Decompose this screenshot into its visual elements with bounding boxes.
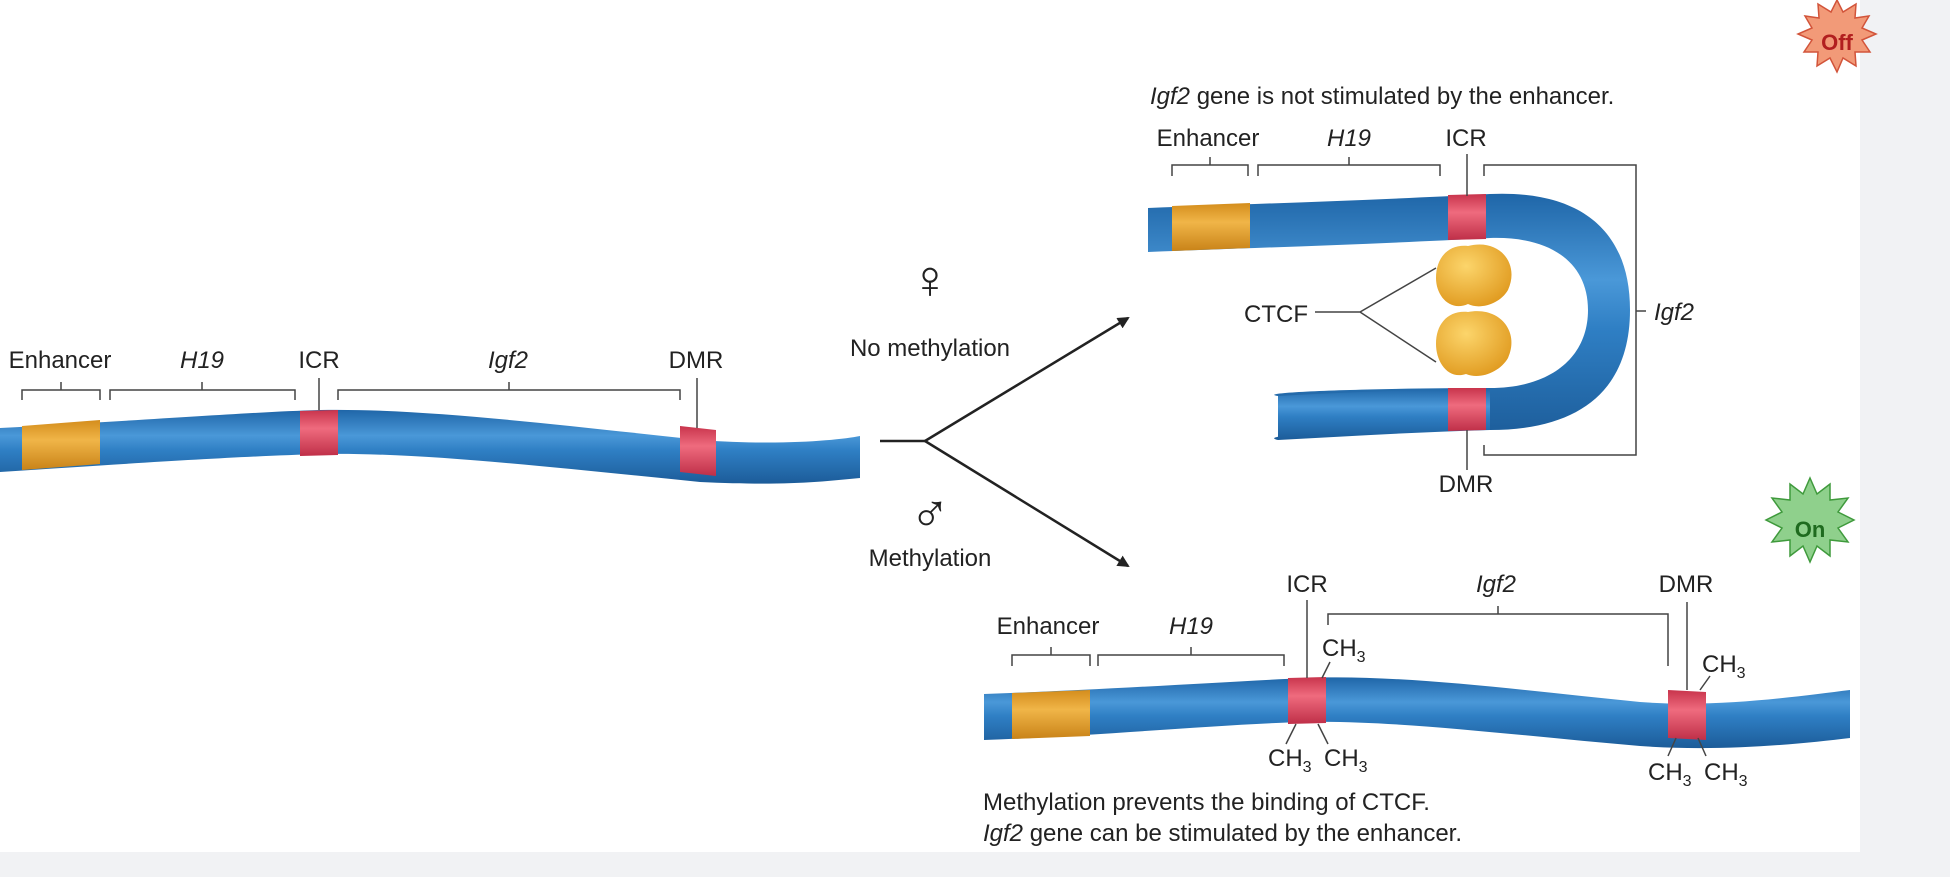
methyl-group: CH3 — [1704, 759, 1748, 790]
left-dna-strand — [0, 409, 860, 484]
paternal-dna-strand — [984, 677, 1850, 749]
methyl-group: CH3 — [1322, 635, 1366, 666]
off-badge-label: Off — [1821, 30, 1853, 55]
off-starburst-icon — [1796, 0, 1878, 74]
paternal-brackets — [1011, 600, 1711, 757]
maternal-enhancer-label: Enhancer — [1157, 125, 1260, 152]
dna-segment — [0, 409, 860, 484]
maternal-caption: Igf2 gene is not stimulated by the enhan… — [1150, 83, 1614, 110]
ctcf-protein-lower — [1436, 311, 1512, 377]
paternal-enhancer-label: Enhancer — [997, 613, 1100, 640]
on-starburst-icon — [1764, 476, 1856, 564]
maternal-h19-label: H19 — [1327, 125, 1371, 152]
dmr-region — [1668, 690, 1706, 740]
left-enhancer-label: Enhancer — [9, 347, 112, 374]
dna-loop-lower — [1278, 388, 1490, 440]
paternal-dmr-label: DMR — [1659, 571, 1714, 598]
dna-segment — [984, 677, 1850, 749]
methyl-group: CH3 — [1702, 651, 1746, 682]
dmr-region — [1448, 388, 1486, 431]
female-symbol-icon: ♀ — [910, 250, 951, 310]
dmr-region — [680, 426, 716, 476]
paternal-h19-label: H19 — [1169, 613, 1213, 640]
no-methylation-label: No methylation — [850, 335, 1010, 362]
left-dmr-label: DMR — [669, 347, 724, 374]
ctcf-protein-upper — [1436, 244, 1512, 307]
icr-region — [1448, 194, 1486, 240]
paternal-caption-line2: Igf2 gene can be stimulated by the enhan… — [983, 820, 1462, 847]
maternal-brackets — [1171, 154, 1646, 470]
enhancer-region — [22, 420, 100, 470]
paternal-caption-line1: Methylation prevents the binding of CTCF… — [983, 789, 1430, 816]
enhancer-region — [1012, 690, 1090, 739]
paternal-igf2-label: Igf2 — [1476, 571, 1516, 598]
on-badge: On — [1764, 476, 1856, 564]
maternal-dna-loop — [1148, 193, 1630, 440]
methylation-label: Methylation — [869, 545, 992, 572]
maternal-icr-label: ICR — [1445, 125, 1486, 152]
methyl-group: CH3 — [1648, 759, 1692, 790]
methyl-group: CH3 — [1268, 745, 1312, 776]
maternal-dmr-label: DMR — [1439, 471, 1494, 498]
icr-region — [1288, 677, 1326, 724]
male-symbol-icon: ♂ — [910, 484, 951, 544]
paternal-icr-label: ICR — [1286, 571, 1327, 598]
left-igf2-label: Igf2 — [488, 347, 528, 374]
branch-arrows — [880, 316, 1130, 568]
on-badge-label: On — [1795, 517, 1826, 542]
left-icr-label: ICR — [298, 347, 339, 374]
left-h19-label: H19 — [180, 347, 224, 374]
left-brackets — [21, 378, 698, 428]
maternal-igf2-label: Igf2 — [1654, 299, 1694, 326]
icr-region — [300, 410, 338, 456]
methyl-group: CH3 — [1324, 745, 1368, 776]
ctcf-label: CTCF — [1244, 301, 1308, 328]
off-badge: Off — [1796, 0, 1878, 74]
enhancer-region — [1172, 203, 1250, 251]
